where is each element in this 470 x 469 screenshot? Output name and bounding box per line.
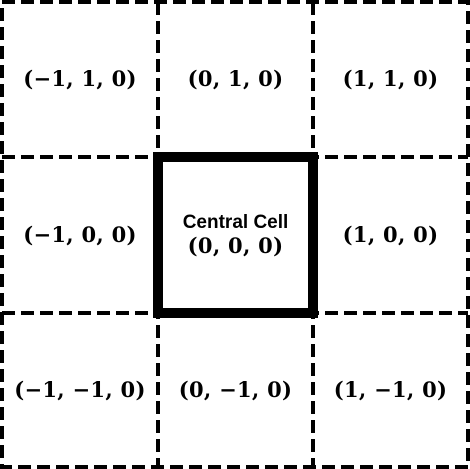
cell-label: (1, 1, 0): [342, 66, 439, 92]
central-cell-title: Central Cell: [182, 211, 289, 233]
cell-label: (1, −1, 0): [333, 376, 448, 402]
cell-label: (−1, 1, 0): [23, 66, 137, 92]
cell-label: (−1, 0, 0): [23, 221, 137, 247]
cell-0-m1: (0, −1, 0): [160, 315, 311, 465]
cell-label: (0, 1, 0): [187, 66, 284, 92]
cell-0-p1: (0, 1, 0): [160, 4, 311, 155]
cell-label: (1, 0, 0): [342, 221, 439, 247]
central-cell-border: [153, 152, 318, 318]
cell-p1-0: (1, 0, 0): [315, 159, 466, 311]
cell-p1-p1: (1, 1, 0): [315, 4, 466, 155]
cell-label: (−1, −1, 0): [14, 376, 146, 402]
cell-label: (0, −1, 0): [178, 376, 293, 402]
cell-m1-0: (−1, 0, 0): [4, 159, 156, 311]
central-cell: Central Cell (0, 0, 0): [163, 162, 308, 308]
cell-p1-m1: (1, −1, 0): [315, 315, 466, 465]
cell-m1-p1: (−1, 1, 0): [4, 4, 156, 155]
cell-label: (0, 0, 0): [187, 233, 284, 259]
cell-m1-m1: (−1, −1, 0): [4, 315, 156, 465]
